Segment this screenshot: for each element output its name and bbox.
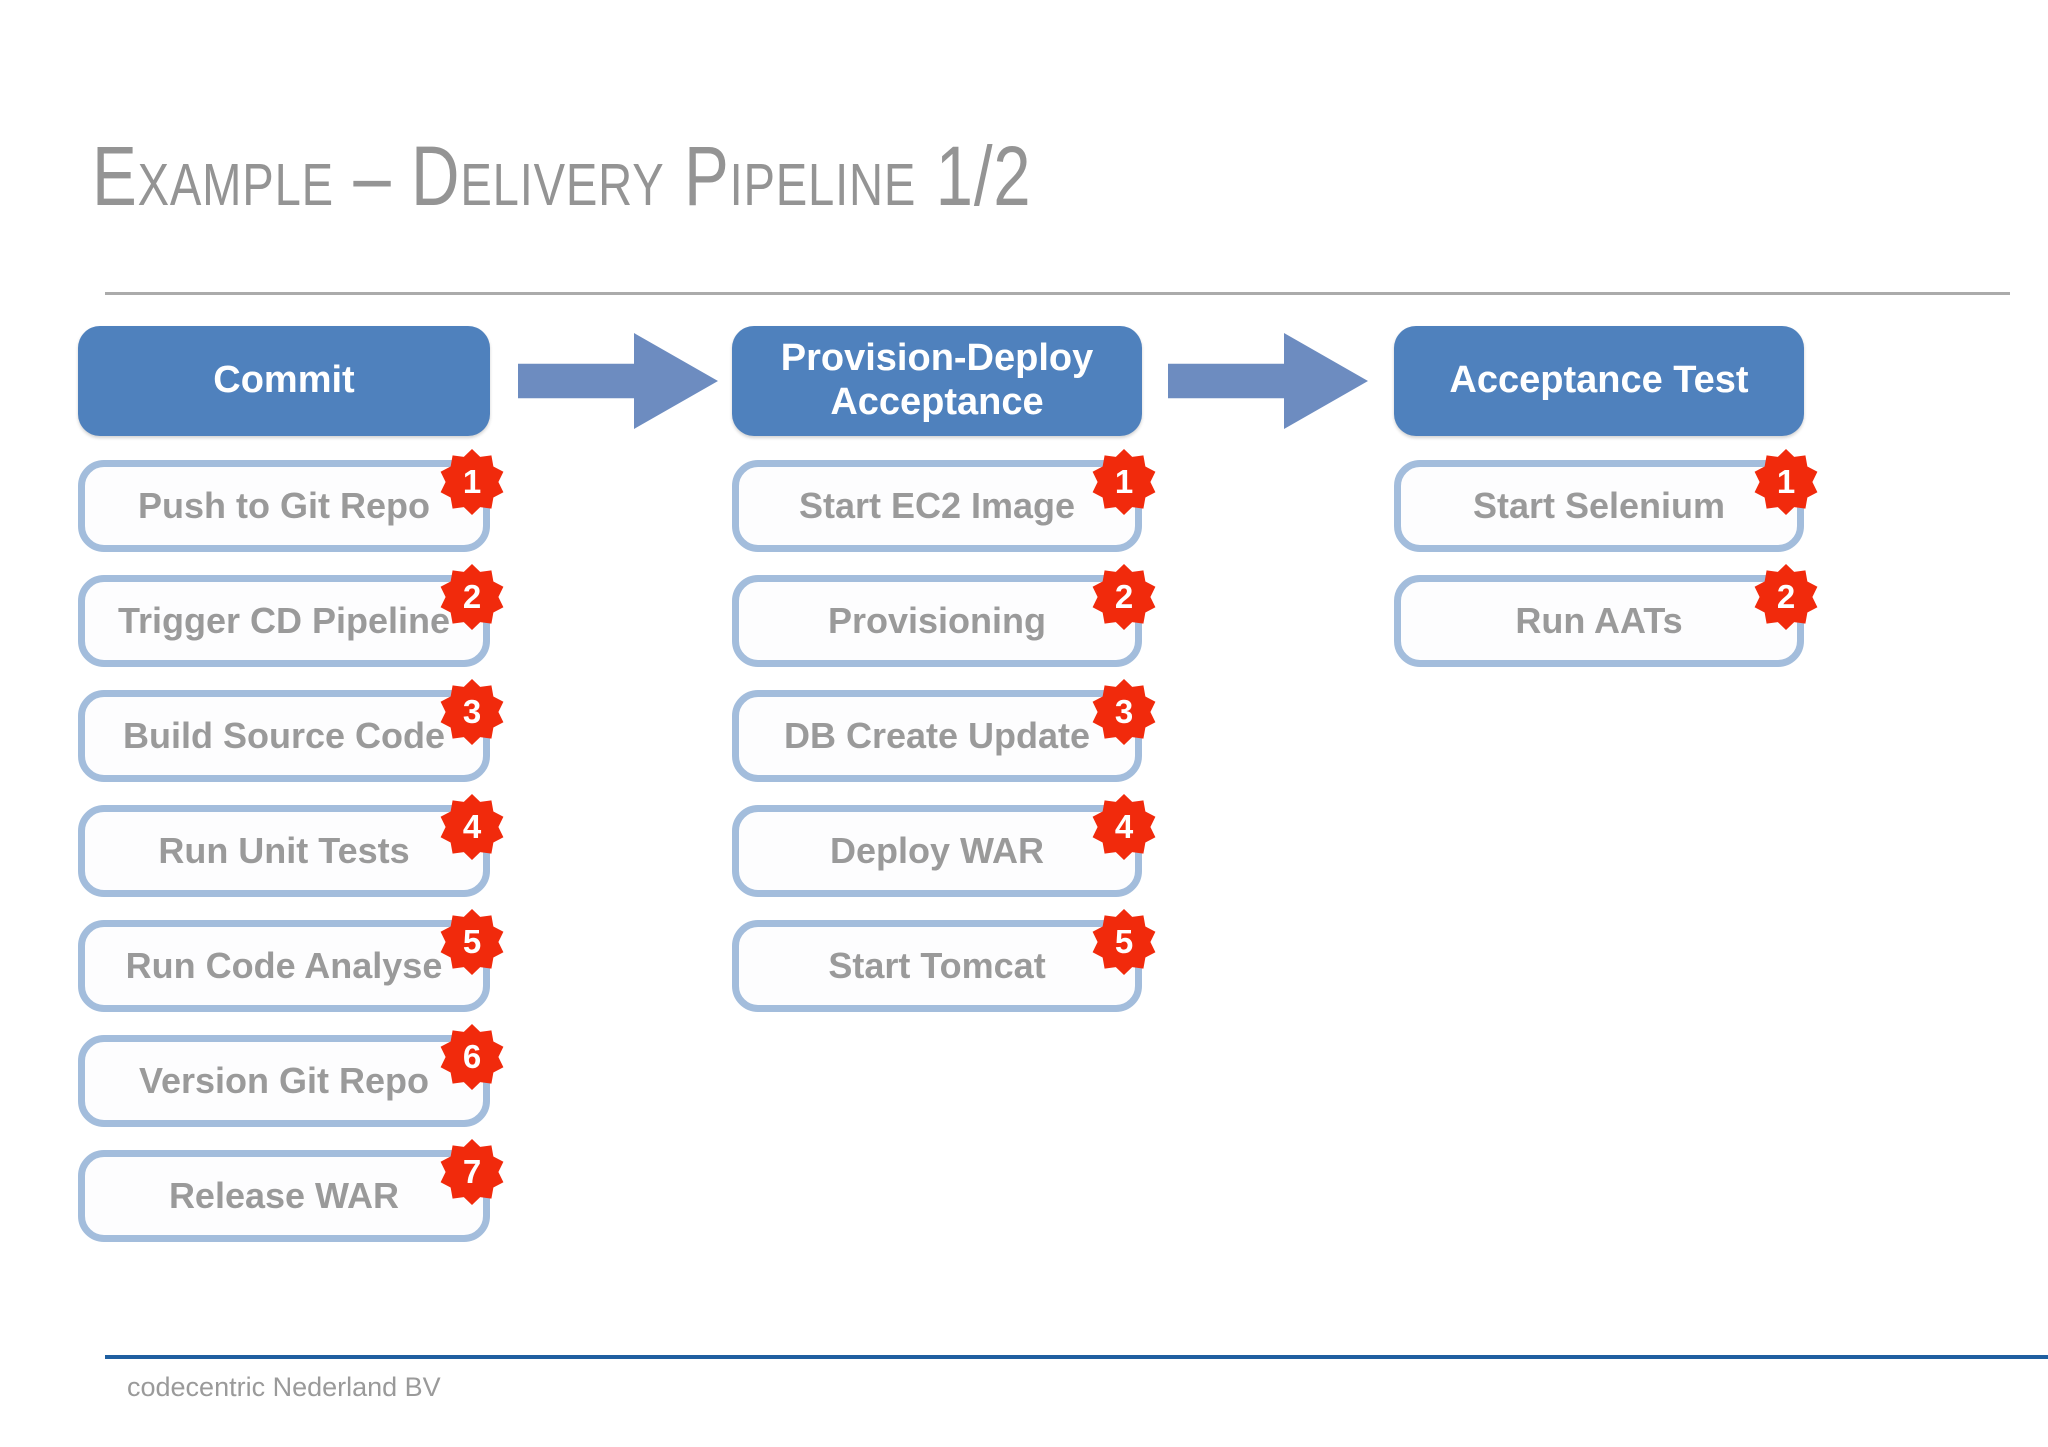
step-number-badge: 6 [440,1024,504,1090]
step-label: Run AATs [1515,600,1683,641]
step-number-badge: 1 [440,449,504,515]
step-label: Start EC2 Image [798,485,1076,526]
flow-arrow-provision-to-acceptance [1168,333,1368,429]
stage-header-label: Provision-Deploy Acceptance [780,337,1094,423]
step-label: Version Git Repo [138,1060,430,1101]
step-number-badge: 1 [1754,449,1818,515]
step-label: Run Unit Tests [158,830,410,871]
stage-header-label: Acceptance Test [1449,359,1749,402]
title-divider [105,292,2010,295]
footer-company-name: codecentric Nederland BV [127,1372,441,1402]
step-number-badge: 5 [1092,909,1156,975]
stage-header-label: Commit [213,359,355,402]
step-number-badge: 1 [1092,449,1156,515]
step-label: Build Source Code [122,715,446,756]
step-label: Trigger CD Pipeline [117,600,451,641]
step-number-badge: 7 [440,1139,504,1205]
step-number-badge: 4 [440,794,504,860]
stage-header-acceptance-test: Acceptance Test [1394,326,1804,436]
step-number-badge: 3 [1092,679,1156,745]
stage-header-provision-deploy: Provision-Deploy Acceptance [732,326,1142,436]
step-label: Push to Git Repo [138,485,430,526]
step-label: Deploy WAR [829,830,1044,871]
step-number-badge: 2 [1754,564,1818,630]
step-label: DB Create Update [783,715,1091,756]
step-label: Start Selenium [1472,485,1726,526]
step-number-badge: 2 [1092,564,1156,630]
step-label: Release WAR [168,1175,400,1216]
stage-header-commit: Commit [78,326,490,436]
step-number-badge: 3 [440,679,504,745]
step-label: Start Tomcat [828,945,1046,986]
step-number-badge: 4 [1092,794,1156,860]
step-label: Provisioning [827,600,1047,641]
step-label: Run Code Analyse [125,945,443,986]
footer-divider [105,1355,2048,1359]
page-title: Example – Delivery Pipeline 1/2 [92,129,1032,223]
flow-arrow-commit-to-provision [518,333,718,429]
step-number-badge: 5 [440,909,504,975]
